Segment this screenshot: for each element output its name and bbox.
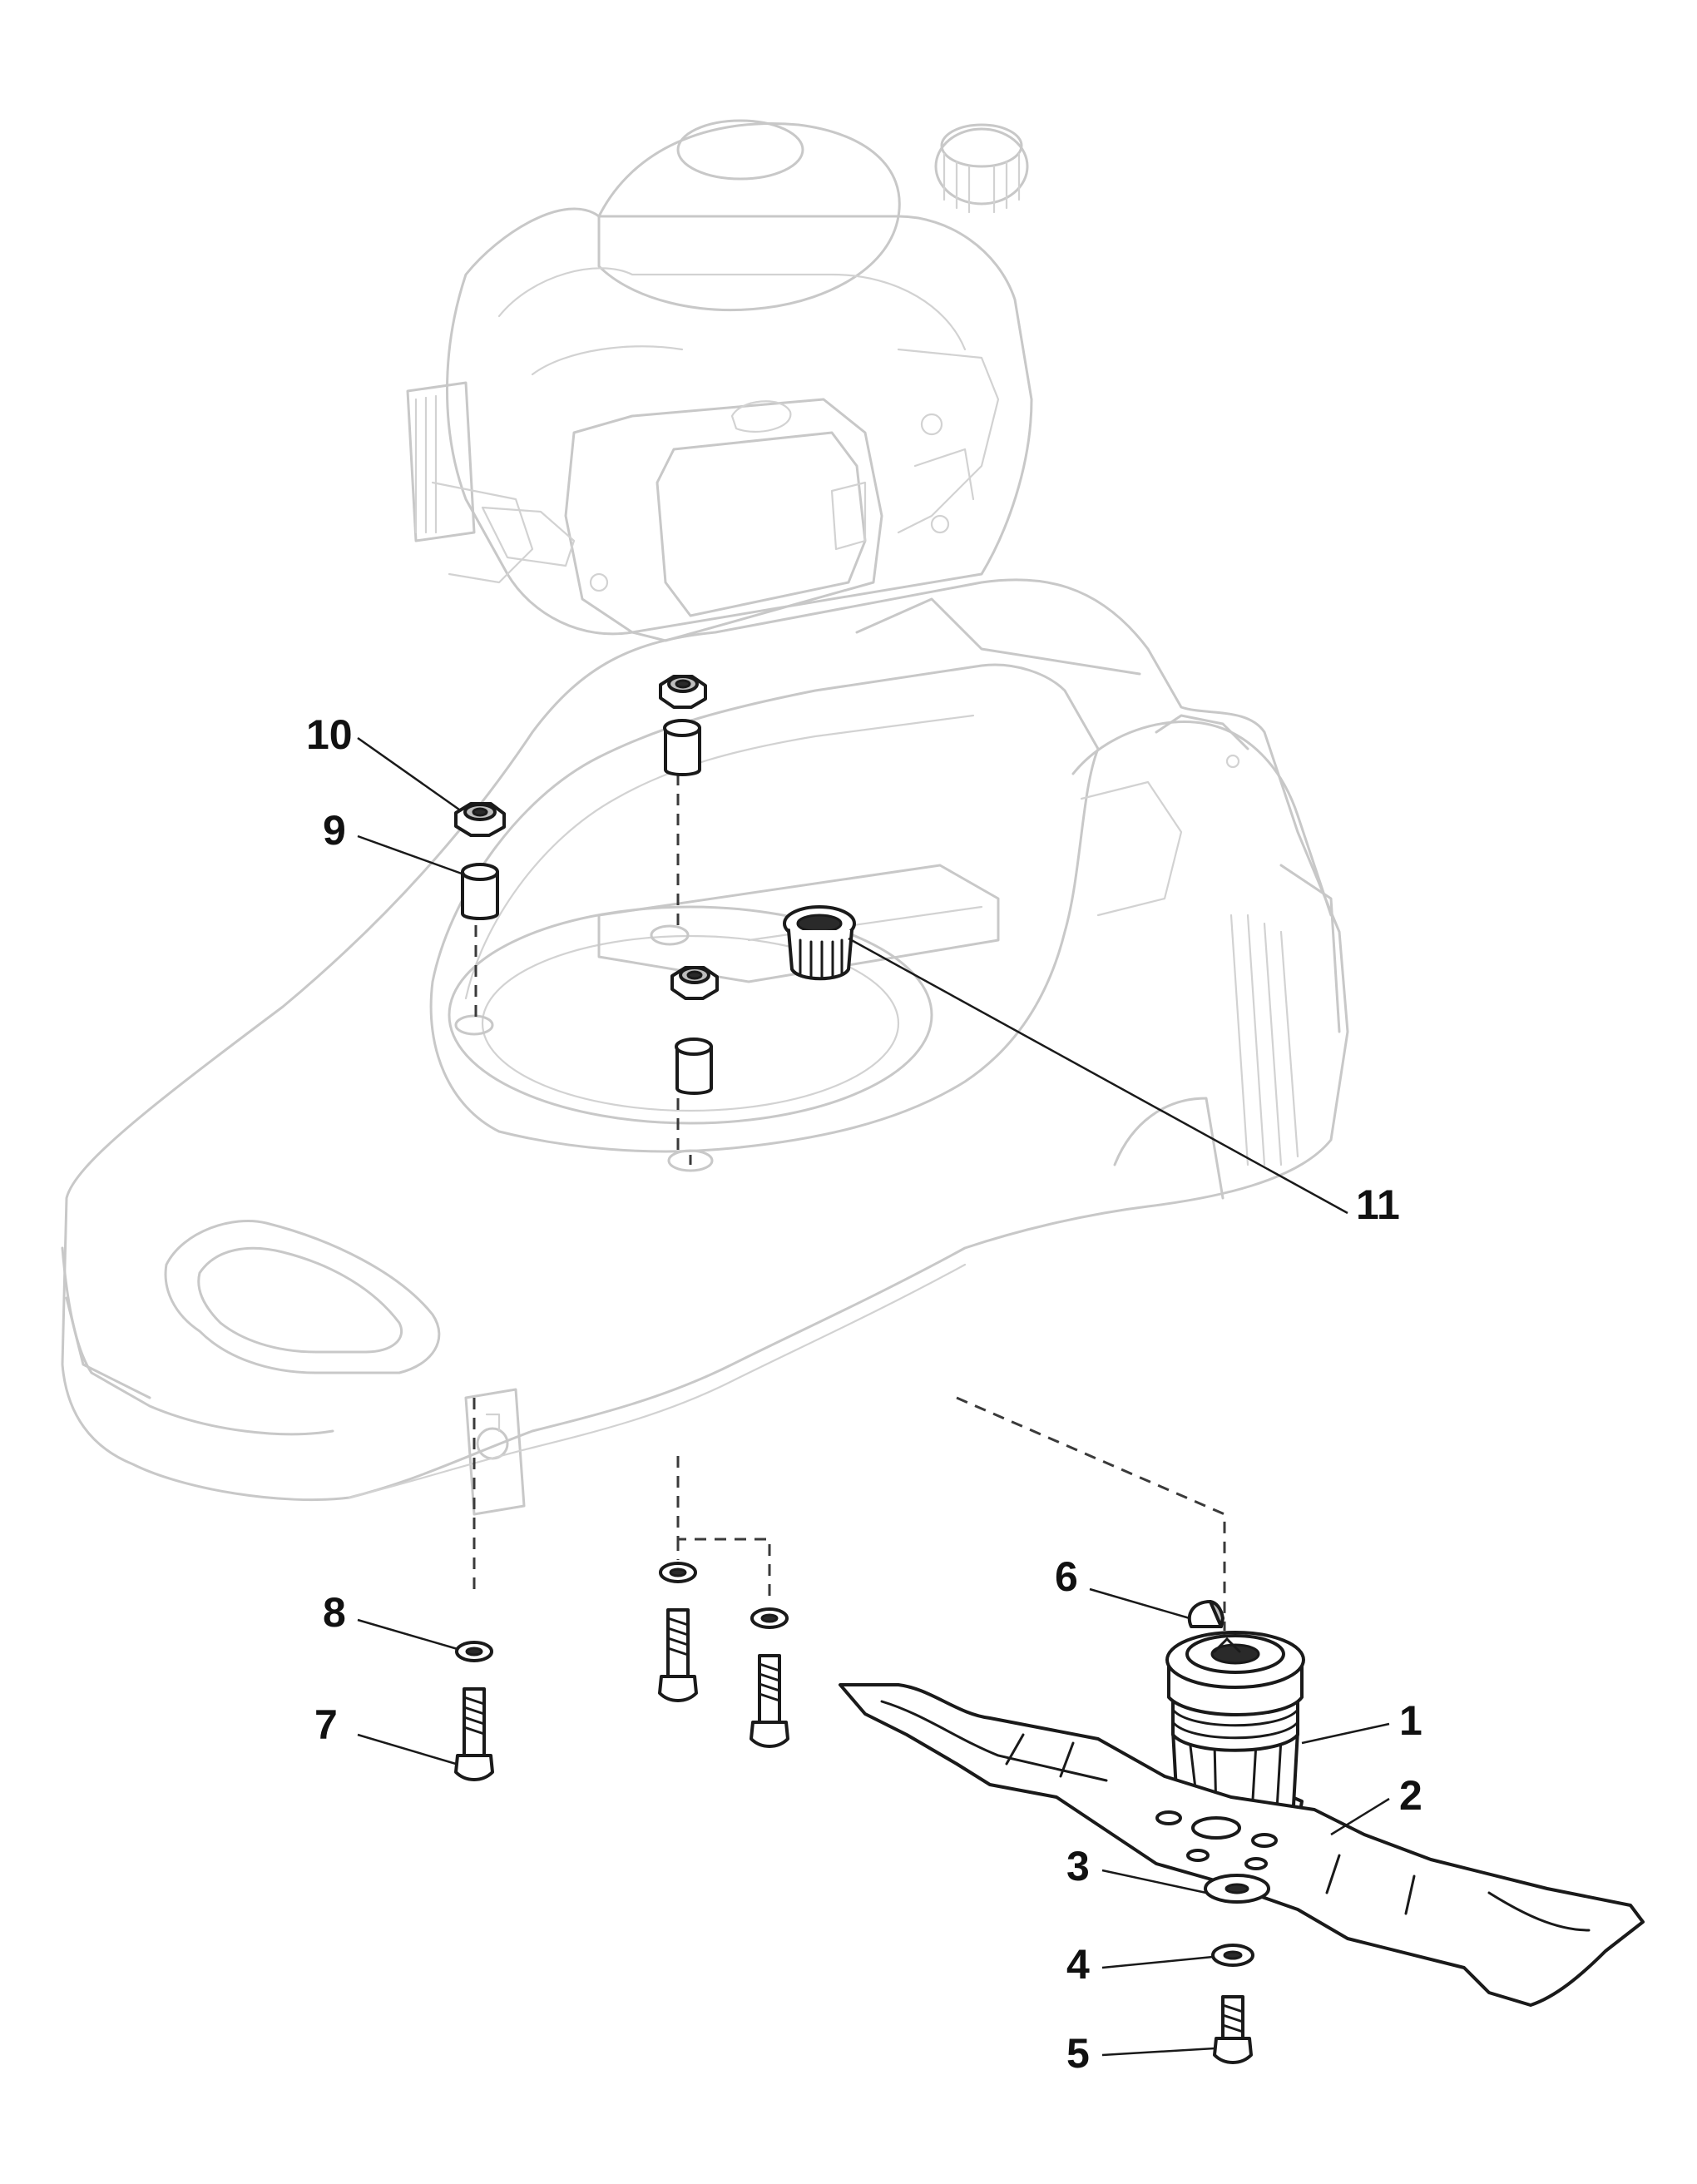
lower-flange-nut [670,966,719,1000]
part-11-bushing [783,905,856,981]
callout-10: 10 [306,711,353,758]
part-5-bolt [1213,1995,1253,2064]
callout-5: 5 [1066,2030,1090,2077]
callout-6: 6 [1055,1553,1078,1600]
leader-lines [357,736,1390,2057]
middle-bolt-left [658,1608,698,1702]
callout-1: 1 [1399,1697,1422,1744]
middle-washer-right [750,1607,789,1629]
lower-spacer [675,1038,713,1095]
callout-11: 11 [1356,1181,1400,1228]
assembly-lines [472,774,1226,1631]
middle-bolt-right [750,1654,789,1748]
part-6-key [1187,1600,1225,1628]
upper-spacer [663,719,701,776]
part-10-flange-nut [454,802,506,837]
part-4-lock-washer [1211,1944,1254,1967]
callout-2: 2 [1399,1772,1422,1819]
part-9-spacer [461,863,499,920]
callout-7: 7 [314,1701,338,1748]
engine-ghost [406,119,1033,642]
callout-8: 8 [323,1589,346,1636]
mower-deck-ghost [61,578,1349,1516]
callout-labels: 10 9 11 6 1 2 3 4 5 8 7 [306,711,1422,2077]
middle-washer-left [659,1562,697,1583]
part-3-washer [1204,1874,1270,1904]
callout-4: 4 [1066,1941,1090,1988]
part-7-bolt [454,1687,494,1781]
callout-3: 3 [1066,1843,1090,1889]
part-8-washer [455,1641,493,1662]
callout-9: 9 [323,807,346,854]
upper-flange-nut [659,675,707,709]
